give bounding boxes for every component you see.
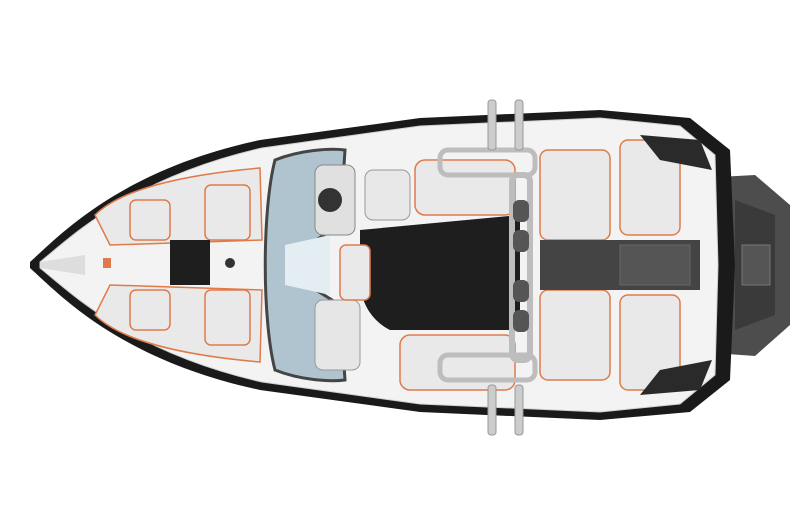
bow-seating [94, 167, 263, 363]
board-rack-top-right [514, 99, 524, 151]
steering-wheel-icon [318, 188, 342, 212]
helm-console [314, 164, 411, 236]
board-rack-bottom-left [487, 384, 497, 436]
cockpit-seating [339, 139, 681, 391]
wake-tower [437, 99, 538, 436]
stern-accent-top [640, 135, 712, 170]
passenger-console [314, 299, 361, 371]
driver-seat [364, 169, 411, 221]
bow-light [103, 258, 111, 268]
bow-floor-mat [170, 240, 210, 285]
board-rack-top-left [487, 99, 497, 151]
cockpit-floor-mat [360, 215, 520, 330]
bow-cupholder [225, 258, 235, 268]
stern-accent-bottom [640, 360, 712, 395]
board-rack-bottom-right [514, 384, 524, 436]
